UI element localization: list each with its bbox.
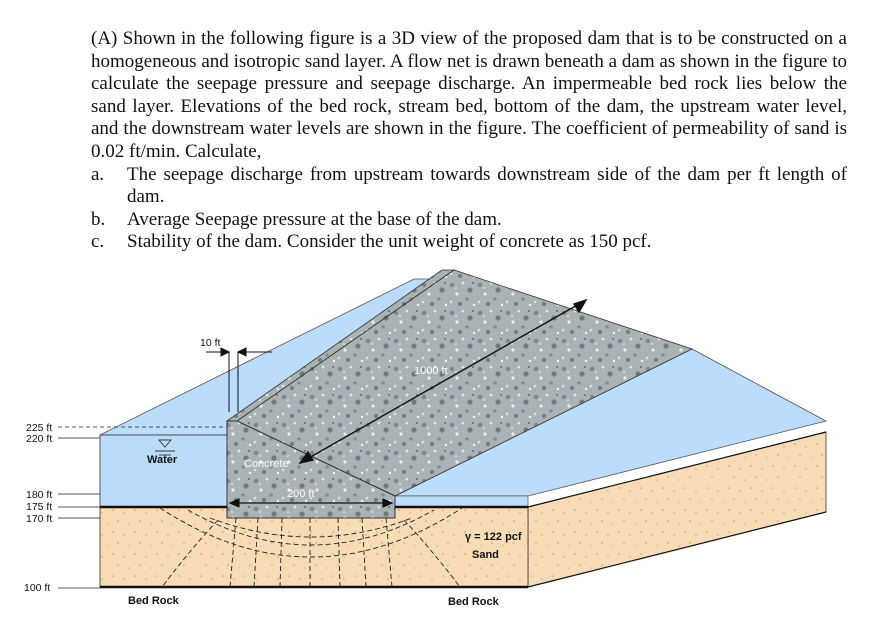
question-text-a: The seepage discharge from upstream towa… bbox=[127, 163, 847, 208]
flow-net bbox=[159, 507, 463, 588]
question-label-b: b. bbox=[91, 208, 106, 230]
concrete-label: Concrete bbox=[244, 458, 289, 470]
dim-length bbox=[298, 298, 588, 465]
dim-top-width bbox=[206, 347, 272, 412]
elevation-label-100: 100 ft bbox=[24, 582, 50, 594]
question-item-b: b. Average Seepage pressure at the base … bbox=[91, 209, 847, 232]
question-label-a: a. bbox=[91, 163, 105, 185]
problem-intro: (A) Shown in the following figure is a 3… bbox=[91, 28, 847, 162]
stream-bed-line-back bbox=[527, 431, 827, 508]
gamma-label: γ = 122 pcf bbox=[465, 531, 522, 543]
question-item-a: a. The seepage discharge from upstream t… bbox=[91, 164, 847, 209]
question-label-c: c. bbox=[91, 231, 105, 253]
bedrock-line-back bbox=[527, 511, 827, 588]
elevation-ticks bbox=[58, 426, 227, 589]
bedrock-label-right: Bed Rock bbox=[448, 596, 500, 608]
water-level-marker-icon bbox=[155, 439, 175, 456]
problem-statement: (A) Shown in the following figure is a 3… bbox=[91, 28, 847, 254]
question-text-b: Average Seepage pressure at the base of … bbox=[127, 208, 502, 230]
question-item-c: c. Stability of the dam. Consider the un… bbox=[91, 231, 847, 254]
dim-base-width bbox=[228, 498, 394, 508]
dim-top-width-label: 10 ft bbox=[200, 337, 221, 349]
downstream-water-front bbox=[394, 495, 529, 508]
water-label: Water bbox=[147, 454, 178, 466]
elevation-label-180: 180 ft bbox=[26, 489, 52, 501]
question-text-c: Stability of the dam. Consider the unit … bbox=[127, 231, 652, 253]
sand-front-face bbox=[99, 506, 529, 588]
elevation-label-225: 225 ft bbox=[26, 422, 52, 434]
elevation-label-175: 175 ft bbox=[26, 501, 52, 513]
bedrock-label-left: Bed Rock bbox=[128, 595, 180, 607]
dim-base-width-label: 200 ft bbox=[287, 488, 315, 500]
upstream-water-front bbox=[99, 434, 228, 508]
elevation-label-170: 170 ft bbox=[26, 513, 52, 525]
sand-label: Sand bbox=[472, 549, 499, 561]
dim-length-label: 1000 ft bbox=[414, 365, 448, 377]
elevation-label-220: 220 ft bbox=[26, 433, 52, 445]
